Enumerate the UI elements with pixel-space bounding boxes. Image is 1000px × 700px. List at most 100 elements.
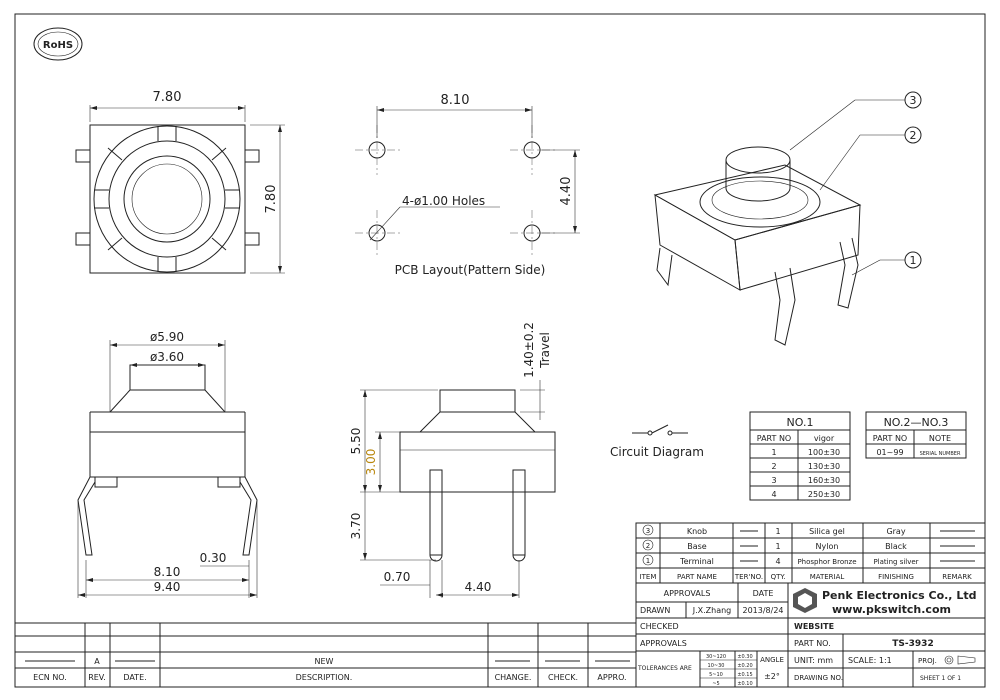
bom-qty: 1 <box>775 527 780 536</box>
part-no-label: PART NO. <box>794 639 831 648</box>
date-header: DATE <box>753 589 774 598</box>
serial-header-part: PART NO <box>873 434 907 443</box>
serial-row-note: SERIAL NUMBER <box>920 451 961 457</box>
bom-finish: Black <box>885 542 907 551</box>
holes-label: 4-ø1.00 Holes <box>402 194 485 208</box>
front-outer-dia: ø5.90 <box>150 330 184 344</box>
force-row-value: 250±30 <box>808 490 840 499</box>
side-pin-spacing: 4.40 <box>465 580 492 594</box>
pcb-spacing-h: 8.10 <box>441 93 470 108</box>
side-height-body: 3.00 <box>364 449 378 476</box>
company-logo-icon <box>793 588 817 613</box>
bom-item-no: 2 <box>646 542 650 550</box>
bom-qty: 1 <box>775 542 780 551</box>
side-travel: 1.40±0.2 <box>522 322 536 378</box>
front-pin-span: 8.10 <box>154 565 181 579</box>
side-pin-length: 3.70 <box>349 513 363 540</box>
bom-material: Silica gel <box>809 527 845 536</box>
proj-label: PROJ. <box>918 657 937 665</box>
bom-header: TER'NO. <box>734 573 763 581</box>
force-row-part: 4 <box>771 490 776 499</box>
bom-part: Knob <box>687 527 707 536</box>
sheet-label: SHEET 1 OF 1 <box>920 675 961 682</box>
pcb-caption: PCB Layout(Pattern Side) <box>395 263 546 277</box>
tol-range: 10~30 <box>708 663 725 669</box>
serial-row-part: 01~99 <box>876 448 903 457</box>
rev-header: DATE. <box>123 673 146 682</box>
top-height-dim: 7.80 <box>264 185 279 214</box>
angle-label: ANGLE <box>760 656 784 664</box>
pcb-spacing-v: 4.40 <box>559 177 574 206</box>
force-header-vigor: vigor <box>814 434 835 443</box>
angle-tol: ±2° <box>764 672 780 681</box>
side-height-total: 5.50 <box>349 428 363 455</box>
rohs-text: RoHS <box>43 40 73 51</box>
force-row-value: 130±30 <box>808 462 840 471</box>
rev-header: CHANGE. <box>495 673 532 682</box>
serial-table-title: NO.2—NO.3 <box>884 416 949 429</box>
drawing-no-label: DRAWING NO. <box>794 674 843 682</box>
serial-header-note: NOTE <box>929 434 951 443</box>
company-name: Penk Electronics Co., Ltd <box>822 589 976 602</box>
bom-material: Phosphor Bronze <box>797 558 856 566</box>
tol-range: ~5 <box>712 681 719 687</box>
circuit-label: Circuit Diagram <box>610 445 704 459</box>
serial-table: NO.2—NO.3 PART NO NOTE 01~99 SERIAL NUMB… <box>865 411 967 459</box>
force-row-value: 100±30 <box>808 448 840 457</box>
drawn-date: 2013/8/24 <box>742 606 783 615</box>
bom-part: Terminal <box>679 557 714 566</box>
website-label: WEBSITE <box>794 622 834 631</box>
approvals-header: APPROVALS <box>664 589 711 598</box>
side-view: 1.40±0.2 Travel 5.50 3.00 3.70 0.70 4.40 <box>349 322 556 598</box>
callout-1: 1 <box>910 254 917 267</box>
front-total-width: 9.40 <box>154 580 181 594</box>
bom-material: Nylon <box>816 542 839 551</box>
part-no: TS-3932 <box>892 639 933 649</box>
tol-value: ±0.15 <box>737 672 752 678</box>
side-travel-label: Travel <box>538 332 552 369</box>
projection-symbol-icon <box>944 655 976 665</box>
bom-item-no: 3 <box>646 527 650 535</box>
bom-part: Base <box>687 542 707 551</box>
bom-table: 3 Knob 1 Silica gel Gray 2 Base 1 Nylon … <box>635 522 986 584</box>
bom-item-no: 1 <box>646 557 650 565</box>
force-row-value: 160±30 <box>808 476 840 485</box>
tol-value: ±0.10 <box>737 681 752 687</box>
tol-range: 5~10 <box>709 672 723 678</box>
callout-2: 2 <box>910 129 917 142</box>
isometric-view: 3 2 1 <box>653 91 922 346</box>
tol-range: 30~120 <box>706 654 726 660</box>
bom-header: ITEM <box>640 573 657 581</box>
bom-header: FINISHING <box>878 573 914 581</box>
force-table: NO.1 PART NO vigor 1 100±30 2 130±30 3 1… <box>749 411 851 501</box>
force-table-title: NO.1 <box>787 416 814 429</box>
bom-header: REMARK <box>942 573 972 581</box>
rev-header: APPRO. <box>597 673 626 682</box>
rev-header: ECN NO. <box>33 673 67 682</box>
bom-finish: Plating silver <box>873 558 918 566</box>
website-url: www.pkswitch.com <box>832 603 951 616</box>
tol-value: ±0.30 <box>737 654 752 660</box>
rev-header: DESCRIPTION. <box>296 673 353 682</box>
top-width-dim: 7.80 <box>153 90 182 105</box>
title-block: APPROVALS DATE DRAWN J.X.Zhang 2013/8/24… <box>635 582 986 688</box>
approvals-label: APPROVALS <box>640 639 687 648</box>
force-header-part: PART NO <box>757 434 791 443</box>
drawn-label: DRAWN <box>640 606 670 615</box>
bom-header: QTY. <box>771 573 786 581</box>
rev-header: CHECK. <box>548 673 578 682</box>
force-row-part: 1 <box>771 448 776 457</box>
side-pin-width: 0.70 <box>384 570 411 584</box>
force-row-part: 3 <box>771 476 776 485</box>
revision-block: A NEW ECN NO. REV. DATE. DESCRIPTION. CH… <box>14 622 637 688</box>
front-inner-dia: ø3.60 <box>150 350 184 364</box>
rev-description: NEW <box>315 657 334 666</box>
drawn-by: J.X.Zhang <box>692 606 732 615</box>
checked-label: CHECKED <box>640 622 679 631</box>
rohs-badge: RoHS <box>33 27 83 61</box>
bom-qty: 4 <box>775 557 780 566</box>
front-pin-offset: 0.30 <box>200 551 227 565</box>
tol-value: ±0.20 <box>737 663 752 669</box>
rev-header: REV. <box>88 673 106 682</box>
